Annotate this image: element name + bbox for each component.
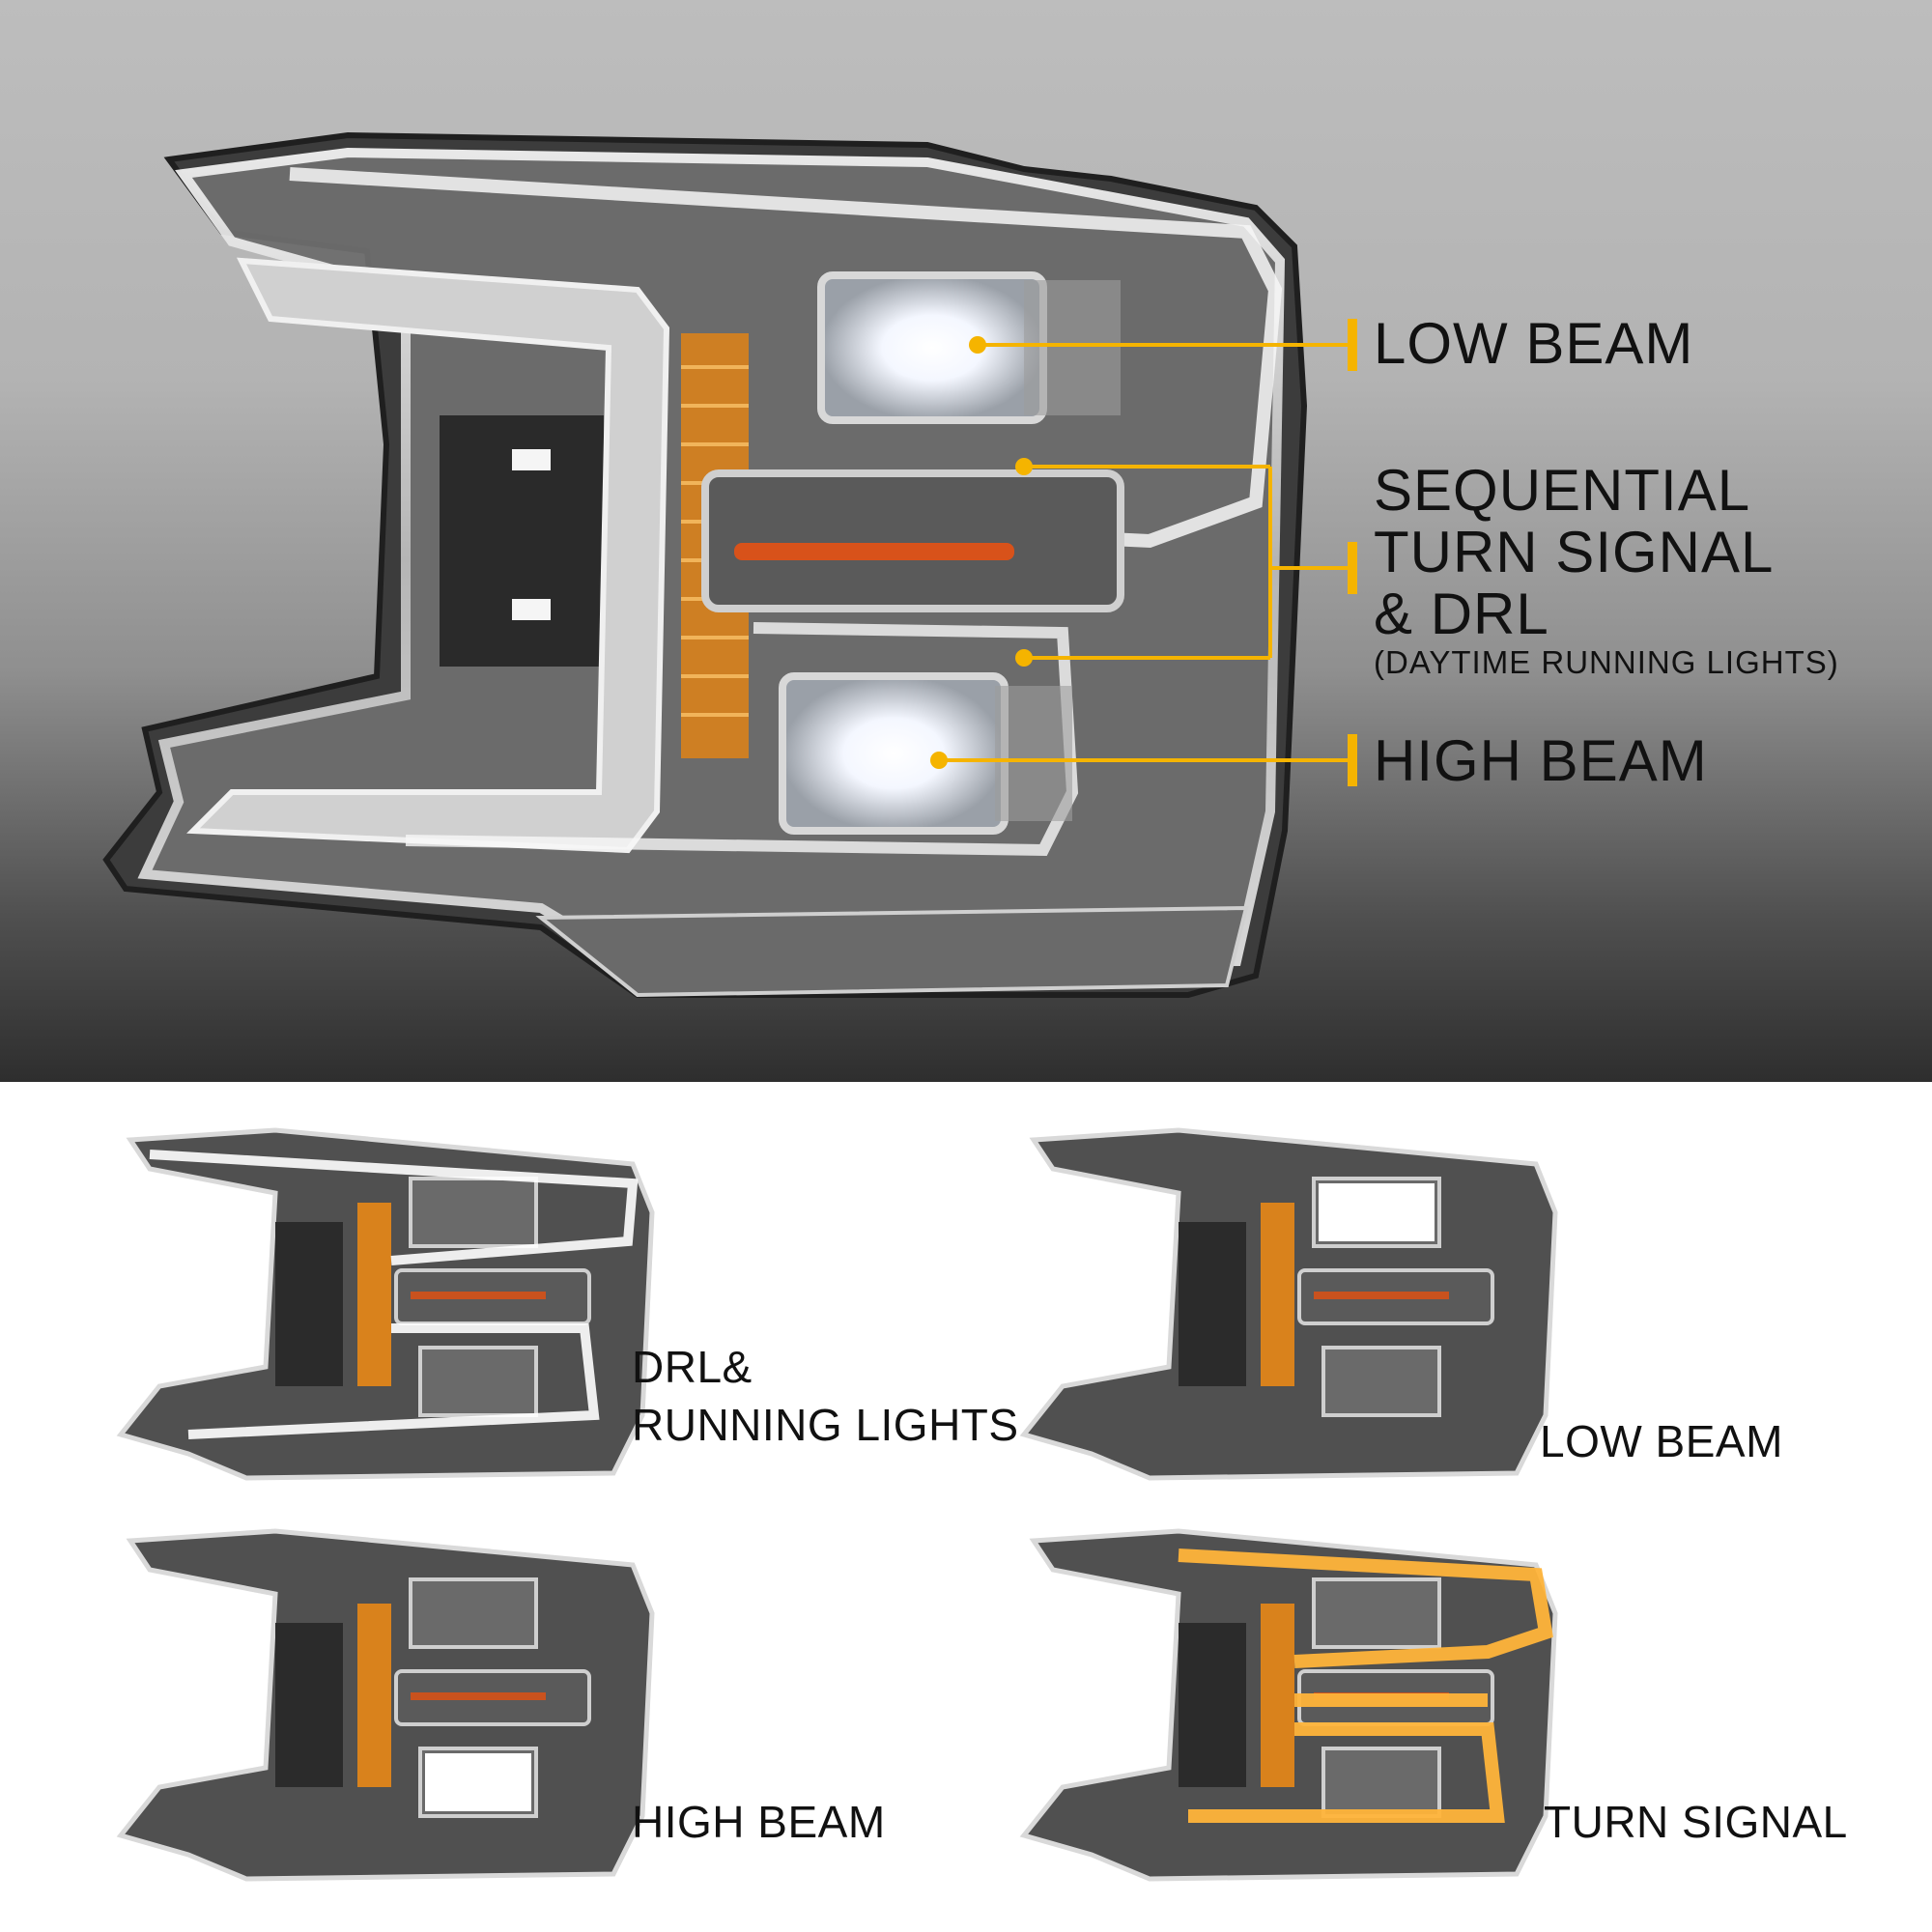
mode-label-turn-signal: TURN SIGNAL — [1544, 1797, 1848, 1847]
thumb-drl — [121, 1130, 652, 1478]
callout-low-beam-line — [969, 319, 1357, 371]
callout-drl-line — [1015, 458, 1357, 667]
callout-high-beam-label: HIGH BEAM — [1374, 728, 1708, 793]
thumb-turn-signal — [1024, 1531, 1555, 1879]
callout-sequential-line2: TURN SIGNAL — [1374, 520, 1775, 584]
callout-sequential-line3: & DRL — [1374, 582, 1549, 646]
hero-headlight-image — [102, 131, 1308, 998]
headlight-large — [102, 131, 1308, 998]
callout-sequential-line1: SEQUENTIAL — [1374, 458, 1751, 523]
callout-high-beam-line — [930, 734, 1357, 786]
thumb-high-beam — [121, 1531, 652, 1879]
callout-low-beam-label: LOW BEAM — [1374, 311, 1694, 376]
callout-lines — [930, 319, 1357, 786]
callout-sequential-subtitle: (DAYTIME RUNNING LIGHTS) — [1374, 644, 1839, 680]
mode-label-high-beam: HIGH BEAM — [632, 1797, 886, 1847]
thumb-low-beam — [1024, 1130, 1555, 1478]
mode-label-drl: DRL& RUNNING LIGHTS — [632, 1338, 1019, 1454]
hero-banner: LOW BEAM SEQUENTIAL TURN SIGNAL & DRL (D… — [0, 0, 1932, 1082]
mode-label-drl-line1: DRL& — [632, 1342, 753, 1392]
mode-label-low-beam: LOW BEAM — [1540, 1416, 1783, 1466]
callout-sequential-label: SEQUENTIAL TURN SIGNAL & DRL (DAYTIME RU… — [1374, 460, 1839, 680]
mode-label-drl-line2: RUNNING LIGHTS — [632, 1400, 1019, 1450]
